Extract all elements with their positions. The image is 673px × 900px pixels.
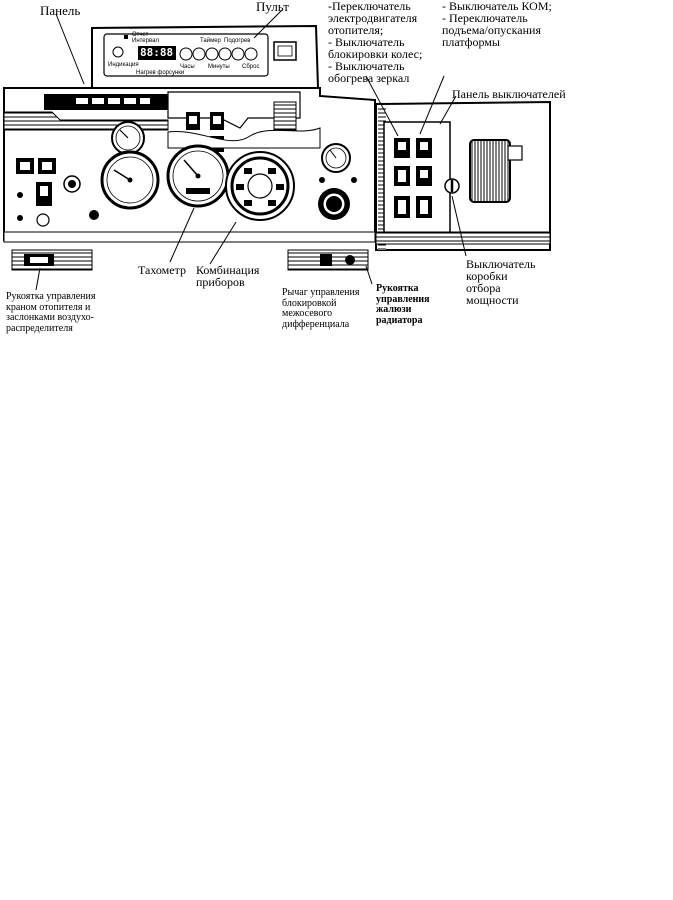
label-switch-group-2-line: платформы (442, 35, 500, 49)
console-timer-label: Таймер (200, 38, 221, 44)
console-nozzle-heat-label: Нагрев форсунки (136, 70, 185, 76)
label-diff-lock-lever-line: дифференциала (282, 318, 350, 330)
console-digit-display: 88:88 (140, 46, 174, 59)
label-diff-lock-lever: Рычаг управления блокировкой межосевого … (282, 287, 360, 330)
main-panel-body (3, 87, 376, 243)
label-console: Пульт (256, 0, 289, 14)
label-radiator-shutter-handle-line: жалюзи (376, 304, 412, 315)
label-radiator-shutter-handle-line: управления (376, 293, 430, 305)
label-tachometer: Тахометр (138, 263, 186, 277)
label-switch-group-1-line: -Переключатель (328, 0, 411, 13)
label-switch-group-1-line: - Выключатель (328, 35, 405, 49)
label-pto-switch-line: Выключатель (466, 257, 536, 271)
console-report-label-line: Отчет (132, 32, 149, 38)
label-pto-switch: Выключатель коробки отбора мощности (466, 258, 535, 306)
label-heater-handle: Рукоятка управления краном отопителя и з… (6, 291, 96, 334)
label-radiator-shutter-handle: Рукоятка управления жалюзи радиатора (376, 283, 430, 326)
label-pto-switch-line: отбора (466, 281, 501, 295)
label-switch-group-2-line: - Выключатель КОМ; (442, 0, 552, 13)
console-unit (91, 24, 320, 89)
label-diff-lock-lever-line: блокировкой (282, 297, 337, 309)
label-pto-switch-line: мощности (466, 293, 519, 307)
label-switch-group-1-line: - Выключатель (328, 59, 405, 73)
label-instrument-cluster-line: Комбинация (196, 263, 260, 277)
label-switch-group-1-line: обогрева зеркал (328, 71, 410, 85)
label-switch-group-1: -Переключатель электродвигателя отопител… (328, 0, 422, 84)
heater-handle-unit (11, 249, 93, 271)
diff-lock-unit (287, 249, 369, 271)
console-reset-label: Сброс (242, 64, 260, 70)
label-radiator-shutter-handle-line: радиатора (376, 314, 423, 326)
label-heater-handle-line: распределителя (6, 322, 73, 334)
console-hours-label: Часы (180, 64, 195, 70)
label-switch-group-2-line: - Переключатель (442, 11, 528, 25)
label-heater-handle-line: заслонками воздухо- (6, 312, 94, 323)
label-diff-lock-lever-line: межосевого (282, 308, 333, 319)
label-heater-handle-line: Рукоятка управления (6, 291, 96, 302)
label-switch-group-1-line: отопителя; (328, 23, 384, 37)
leader-lines (35, 9, 467, 291)
label-panel: Панель (40, 3, 81, 18)
switch-panel-body (375, 100, 551, 251)
label-switch-panel: Панель выключателей (452, 87, 566, 101)
label-pto-switch-line: коробки (466, 269, 508, 283)
label-switch-group-1-line: блокировки колес; (328, 47, 423, 61)
label-diff-lock-lever-line: Рычаг управления (282, 287, 360, 298)
console-minutes-label: Минуты (208, 64, 230, 70)
label-switch-group-2: - Выключатель КОМ; - Переключатель подъе… (442, 0, 552, 48)
console-preheat-label: Подогрев (224, 38, 251, 44)
label-heater-handle-line: краном отопителя и (6, 301, 91, 313)
console-report-label: Отчет Интервал (132, 32, 159, 44)
console-indication-label: Индикация (108, 62, 139, 68)
label-radiator-shutter-handle-line: Рукоятка (376, 283, 419, 294)
label-instrument-cluster-line: приборов (196, 275, 245, 289)
label-instrument-cluster: Комбинация приборов (196, 264, 259, 288)
console-report-label-line: Интервал (132, 38, 159, 44)
label-switch-group-1-line: электродвигателя (328, 11, 418, 25)
label-switch-group-2-line: подъема/опускания (442, 23, 541, 37)
